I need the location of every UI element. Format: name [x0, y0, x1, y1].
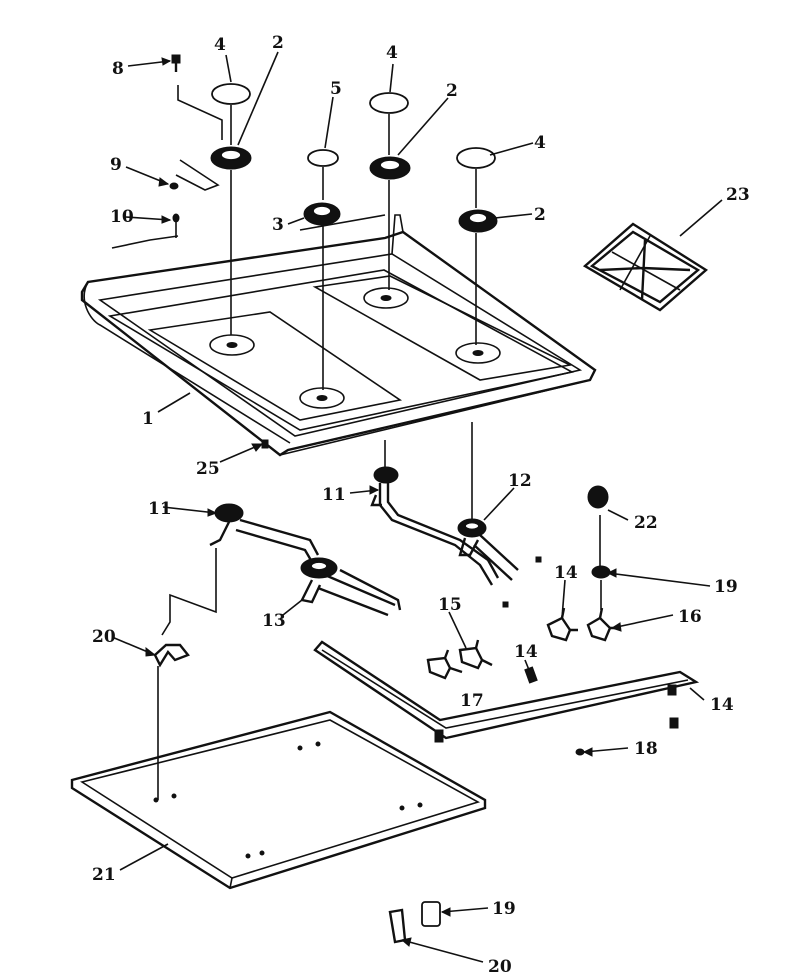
label-part-19: 19: [492, 899, 516, 919]
leader-arrowheads: [145, 57, 622, 947]
label-part-1: 1: [142, 409, 154, 429]
label-part-20: 20: [488, 957, 512, 977]
burner-grate: [582, 222, 709, 312]
label-part-2: 2: [272, 33, 284, 53]
label-part-4: 4: [214, 35, 226, 55]
burner-caps: [211, 83, 496, 169]
loose-hardware: [261, 439, 542, 608]
burner-box: [70, 710, 487, 890]
label-part-4: 4: [534, 133, 546, 153]
label-part-6: 8: [112, 59, 124, 79]
manifold-bar: [313, 640, 700, 756]
label-part-13: 14: [514, 642, 538, 662]
part-labels: 8 4 2 4 5 2 4 2 3 9 10 23 1 25 11 12 11 …: [92, 33, 750, 977]
bracket-18: [153, 643, 190, 668]
mounting-screws: [111, 54, 386, 249]
label-part-4: 4: [386, 43, 398, 63]
label-part-11: 12: [508, 471, 532, 491]
assembly-centerlines: [157, 105, 602, 800]
control-valves: [426, 485, 618, 684]
label-part-2: 2: [534, 205, 546, 225]
label-part-12: 14: [710, 695, 734, 715]
leader-lines: [111, 51, 723, 963]
label-part-2: 2: [446, 81, 458, 101]
label-part-25: 25: [196, 459, 220, 479]
label-part-11: 13: [262, 611, 286, 631]
label-part-23: 23: [726, 185, 750, 205]
label-part-22: 22: [634, 513, 658, 533]
label-part-14: 14: [554, 563, 578, 583]
burner-heads: [210, 146, 498, 233]
cooktop-panel: [80, 214, 597, 457]
label-part-7: 9: [110, 155, 122, 175]
label-part-14: 16: [678, 607, 702, 627]
label-part-17: 19: [714, 577, 738, 597]
burner-tubes: [209, 466, 519, 617]
label-part-16: 18: [634, 739, 658, 759]
label-part-5: 5: [330, 79, 342, 99]
label-part-14: 15: [438, 595, 462, 615]
label-part-18: 20: [92, 627, 116, 647]
label-part-9: 11: [148, 499, 172, 519]
label-part-8: 10: [110, 207, 134, 227]
label-part-15: 17: [460, 691, 484, 711]
label-part-3: 3: [272, 215, 284, 235]
small-parts-19-20: [388, 901, 441, 944]
label-part-21: 21: [92, 865, 116, 885]
label-part-10: 11: [322, 485, 346, 505]
